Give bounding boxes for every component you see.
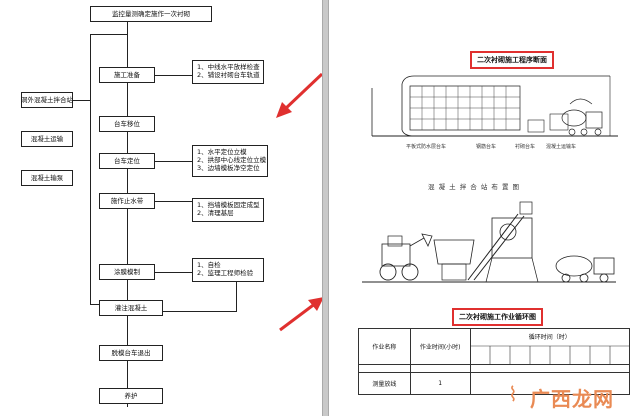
note-template-line-1: 1、自检 [197, 261, 221, 269]
note-waterstop: 1、挡墙模板固定成型 2、清理基层 [192, 198, 264, 222]
section3-title: 二次衬砌施工作业循环图 [452, 308, 543, 326]
table-row1-cycle [469, 372, 631, 395]
step-template: 涂膜模制 [99, 264, 155, 280]
side-bracket-top [90, 34, 127, 35]
table-row1-duration: 1 [409, 372, 471, 395]
table-spacer-3 [469, 364, 631, 373]
left-page: 监控量测确定施作一次衬砌 洞外混凝土拌合站 混凝土运输 混凝土输泵 施工准备 台… [21, 6, 324, 407]
note-template-line-2: 2、监理工程师检验 [197, 269, 254, 278]
connector-prep [155, 75, 192, 76]
step-position: 台车定位 [99, 153, 155, 169]
table-spacer-1 [358, 364, 411, 373]
note-waterstop-line-1: 1、挡墙模板固定成型 [197, 201, 260, 209]
table-header-duration: 作业时间(小时) [409, 328, 471, 365]
note-prep: 1、中线水平放样检查 2、铺设衬砌台车轨道 [192, 60, 264, 84]
table-header-task: 作业名称 [358, 328, 411, 365]
step-move: 台车移位 [99, 116, 155, 132]
transport-box: 混凝土运输 [21, 131, 73, 147]
check-line-bottom [163, 311, 237, 312]
step-demold: 脱模台车退出 [99, 345, 163, 361]
step-pour: 灌注混凝土 [99, 300, 163, 316]
flowchart-trunk-line [127, 22, 128, 407]
section1-title: 二次衬砌施工程序断面 [470, 51, 554, 69]
note-position: 1、水平定位立模 2、拱部中心线定位立模 3、边墙模板净空定位 [192, 145, 268, 177]
connector-position [155, 161, 192, 162]
section2-title: 混 凝 土 拌 合 站 布 置 图 [428, 183, 521, 191]
flowchart-top-title: 监控量测确定施作一次衬砌 [90, 6, 212, 22]
cycle-grid [470, 345, 630, 364]
tunnel-section-drawing [371, 75, 618, 137]
step-prep: 施工准备 [99, 67, 155, 83]
note-prep-line-2: 2、铺设衬砌台车轨道 [197, 71, 260, 80]
table-row1-task: 测量放线 [358, 372, 411, 395]
section1-label-1: 平板式防水层台车 [406, 144, 447, 150]
section1-label-4: 混凝土运输车 [546, 144, 577, 150]
step-waterstop: 施作止水带 [99, 193, 155, 209]
mixing-station-drawing [362, 201, 616, 283]
section1-label-2: 钢筋台车 [476, 144, 497, 150]
pump-box: 混凝土输泵 [21, 170, 73, 186]
red-arrow-left [276, 72, 324, 118]
section1-label-3: 衬砌台车 [515, 144, 536, 150]
page-divider [322, 0, 329, 416]
note-waterstop-line-2: 2、清理基层 [197, 209, 234, 218]
side-connector [73, 100, 90, 101]
watermark-logo-icon: ⌇ [508, 382, 518, 406]
table-spacer-2 [409, 364, 471, 373]
note-position-line-2: 2、拱部中心线定位立模 [197, 156, 267, 165]
check-line [236, 275, 237, 311]
note-template: 1、自检 2、监理工程师检验 [192, 258, 264, 282]
plant-box: 洞外混凝土拌合站 [21, 92, 73, 108]
note-prep-line-1: 1、中线水平放样检查 [197, 63, 260, 71]
red-arrow-right [279, 297, 324, 332]
step-cure: 养护 [99, 388, 163, 404]
connector-waterstop [155, 201, 192, 202]
right-page: 二次衬砌施工程序断面 平板式防水层台车 钢筋台车 衬砌台车 混凝土运输车 混 凝… [330, 0, 640, 416]
connector-template [155, 272, 192, 273]
note-position-line-1: 1、水平定位立模 [197, 148, 247, 156]
side-bracket-line [90, 34, 91, 304]
note-position-line-3: 3、边墙模板净空定位 [197, 164, 260, 173]
watermark-text: 广西龙网 [530, 387, 614, 411]
